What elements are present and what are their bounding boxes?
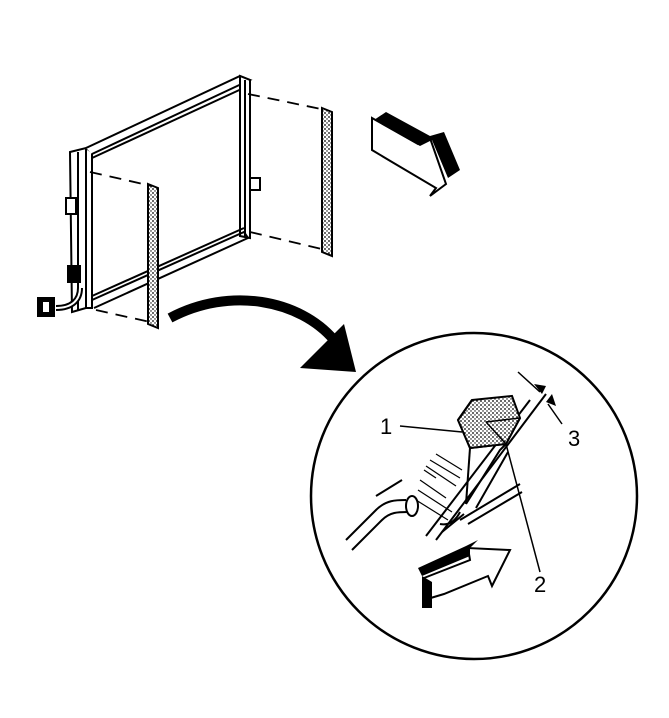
detail-hose xyxy=(345,479,419,551)
callout-label-1: 1 xyxy=(380,414,392,439)
removal-direction-arrow xyxy=(371,112,460,197)
leader-3-b xyxy=(547,403,563,425)
left-seal-panel xyxy=(89,171,159,330)
leader-2 xyxy=(505,443,541,573)
insertion-arrow xyxy=(418,540,512,608)
detail-pointer-arrow xyxy=(167,295,356,372)
detail-view: 1 2 3 xyxy=(309,331,639,661)
detail-circle xyxy=(309,331,639,661)
right-seal-panel xyxy=(247,93,333,258)
leader-3-a xyxy=(517,371,541,393)
callout-label-2: 2 xyxy=(534,572,546,597)
leader-1 xyxy=(399,425,463,433)
callout-label-3: 3 xyxy=(568,426,580,451)
callout-leaders xyxy=(399,371,563,573)
radiator-frame xyxy=(37,74,261,317)
